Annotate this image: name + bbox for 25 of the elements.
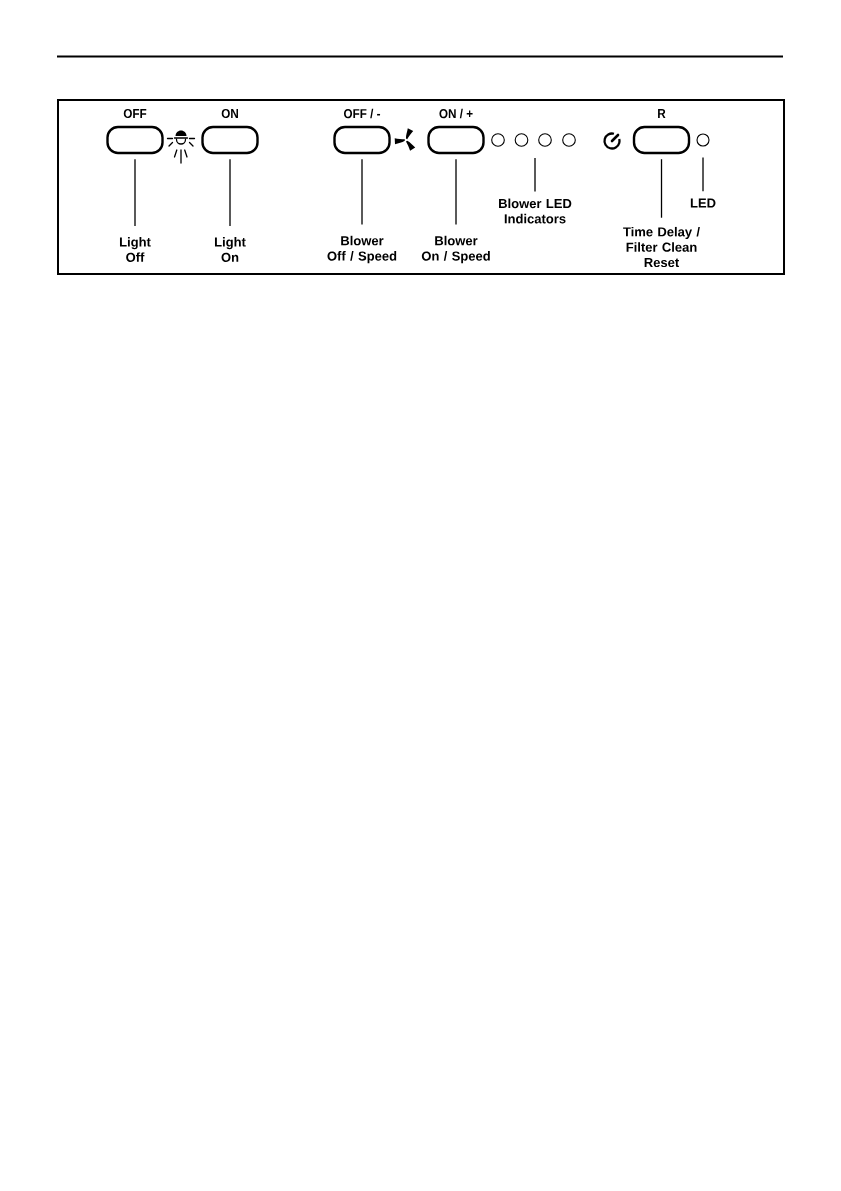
callout-label: LED xyxy=(690,198,716,208)
key-label: ON / + xyxy=(439,108,473,119)
leader-line xyxy=(361,158,363,226)
led-indicator xyxy=(562,133,576,147)
panel-frame xyxy=(57,99,785,275)
led-indicator xyxy=(514,133,529,147)
callout-label: Blower On / Speed xyxy=(421,235,490,264)
led-indicator xyxy=(538,133,552,147)
leader-line xyxy=(660,158,663,219)
leader-line xyxy=(534,157,536,193)
leader-line xyxy=(455,158,457,226)
callout-label: Time Delay / Filter Clean Reset xyxy=(623,226,700,268)
leader-line xyxy=(229,158,231,227)
callout-label: Light Off xyxy=(120,237,151,262)
key-label: R xyxy=(658,109,666,118)
callout-label: Blower Off / Speed xyxy=(327,235,397,264)
key-label: OFF / - xyxy=(343,108,381,119)
leader-line xyxy=(134,158,136,227)
leader-line xyxy=(702,156,704,192)
key-label: OFF xyxy=(123,108,147,119)
key-label: ON xyxy=(221,108,238,119)
callout-label: Light On xyxy=(215,237,246,262)
callout-label: Blower LED Indicators xyxy=(499,198,572,224)
led-indicator xyxy=(696,133,710,147)
led-indicator xyxy=(491,133,505,147)
